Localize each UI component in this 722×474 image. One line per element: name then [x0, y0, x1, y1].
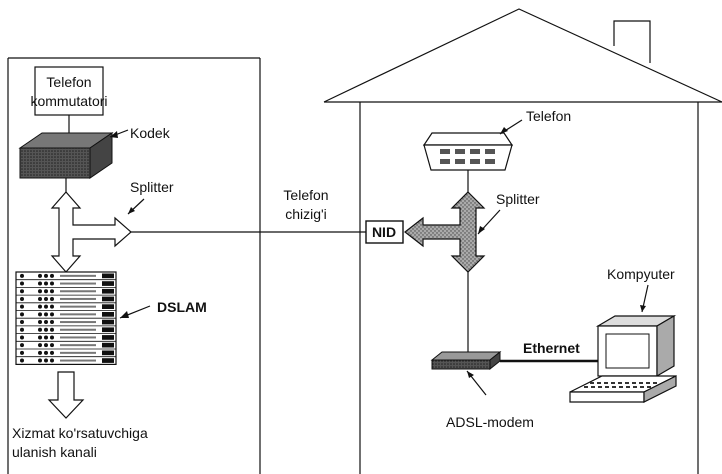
- computer-icon: [570, 316, 676, 402]
- modem-label: ADSL-modem: [446, 414, 534, 430]
- channel-arrow: [49, 372, 83, 418]
- channel-label-2: ulanish kanali: [12, 444, 97, 460]
- channel-label-1: Xizmat ko'rsatuvchiga: [12, 425, 148, 441]
- telephone-switch: Telefon kommutatori: [30, 67, 107, 115]
- dslam-rack: [16, 272, 116, 364]
- splitter-right-label: Splitter: [496, 191, 540, 207]
- nid-label: NID: [372, 224, 396, 240]
- telephone-label: Telefon: [526, 108, 571, 124]
- dslam-label: DSLAM: [157, 299, 207, 315]
- telephone-icon: [424, 133, 512, 170]
- splitter-left: [52, 192, 131, 272]
- ethernet-label: Ethernet: [523, 340, 580, 356]
- phone-line-label-1: Telefon: [283, 187, 328, 203]
- codec-label: Kodek: [130, 125, 171, 141]
- switch-label-2: kommutatori: [30, 93, 107, 109]
- codec-box: [20, 133, 112, 178]
- switch-label-1: Telefon: [46, 74, 91, 90]
- adsl-modem: [432, 352, 500, 369]
- provider-building: [8, 58, 260, 474]
- phone-line-label-2: chizig'i: [285, 206, 327, 222]
- computer-label: Kompyuter: [607, 266, 675, 282]
- splitter-right: [405, 192, 484, 272]
- splitter-left-label: Splitter: [130, 179, 174, 195]
